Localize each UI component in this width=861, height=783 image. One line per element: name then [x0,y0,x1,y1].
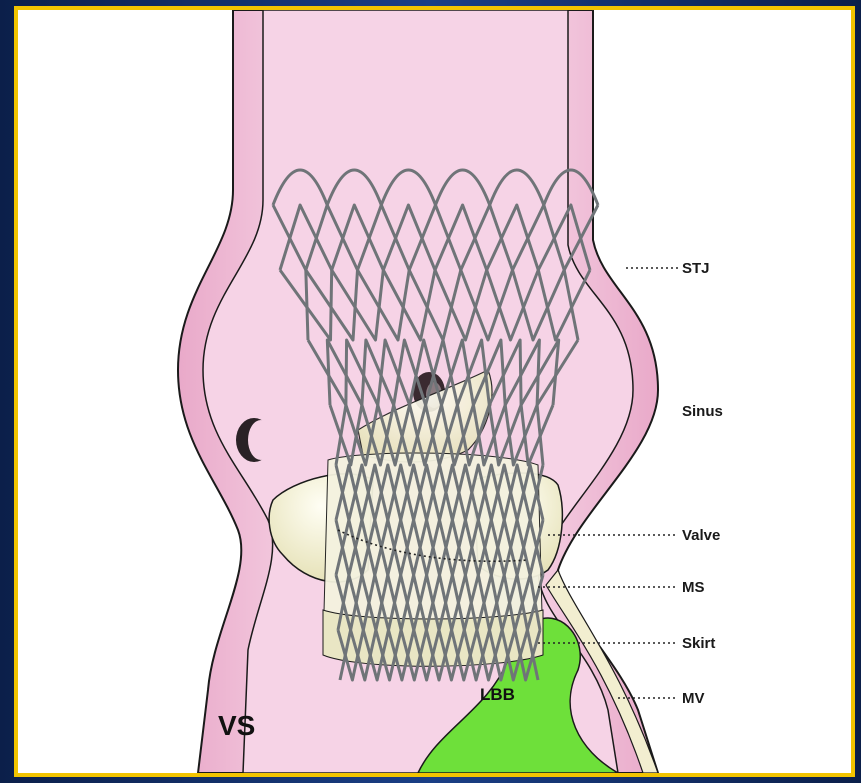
label-mv: MV [682,690,705,707]
coronary-ostium-left-icon [236,418,274,462]
label-sinus: Sinus [682,403,723,420]
diagram-frame: STJ Sinus Valve MS Skirt MV VS LBB [14,6,855,777]
tavr-valve-diagram: STJ Sinus Valve MS Skirt MV VS LBB [18,10,851,773]
label-stj: STJ [682,260,710,277]
label-skirt: Skirt [682,635,715,652]
label-lbb: LBB [480,685,515,704]
label-valve: Valve [682,527,720,544]
label-ms: MS [682,579,705,596]
label-vs: VS [218,710,255,741]
